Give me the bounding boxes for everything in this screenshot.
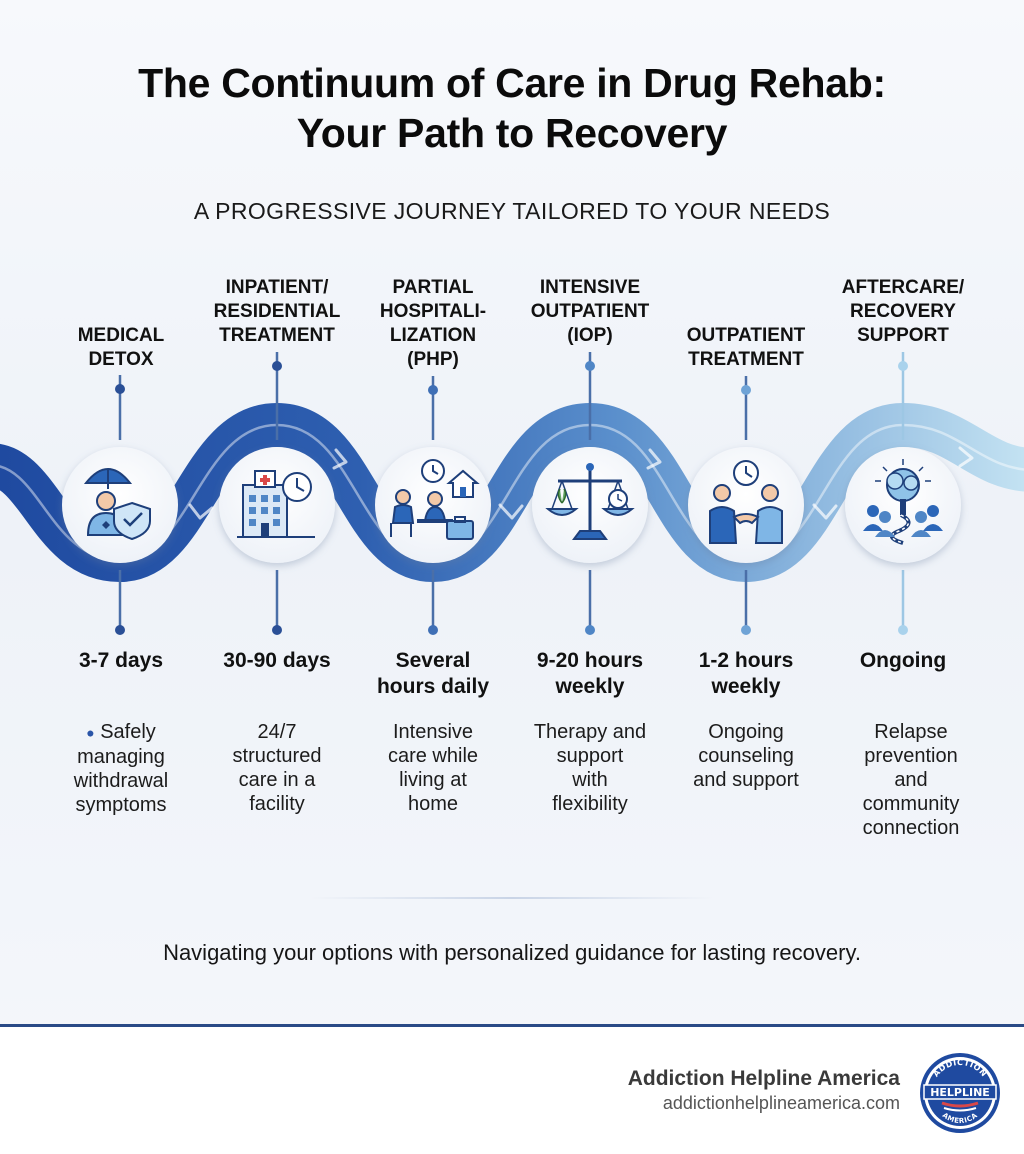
section-divider — [310, 897, 714, 899]
connector-dot — [898, 361, 908, 371]
flow-arrow-icon — [332, 448, 348, 470]
page-subtitle: A PROGRESSIVE JOURNEY TAILORED TO YOUR N… — [193, 198, 831, 224]
title-line-1: The Continuum of Care in Drug Rehab: — [138, 60, 886, 106]
stage-duration-outpatient: 1-2 hours weekly — [698, 649, 794, 698]
flow-arrow-icon — [646, 448, 662, 470]
balance-scale-icon — [545, 463, 635, 540]
flow-arrow-icon — [498, 503, 524, 520]
connector-dot — [428, 385, 438, 395]
stage-label-inpatient: INPATIENT/ RESIDENTIAL TREATMENT — [213, 277, 341, 346]
connector-dot — [741, 625, 751, 635]
stage-label-outpatient: OUTPATIENT TREATMENT — [686, 325, 806, 370]
connector-dot — [898, 625, 908, 635]
helpline-logo: ADDICTION HELPLINE AMERICA — [920, 1053, 1000, 1133]
connector-dot — [585, 625, 595, 635]
stage-description-inpatient: 24/7 structured care in a facility — [232, 721, 322, 815]
stage-label-aftercare: AFTERCARE/ RECOVERY SUPPORT — [841, 277, 965, 346]
stage-label-iop: INTENSIVE OUTPATIENT (IOP) — [530, 277, 650, 346]
stage-duration-aftercare: Ongoing — [859, 649, 947, 672]
stage-description-detox: ● Safely managing withdrawal symptoms — [46, 720, 196, 817]
title-line-2: Your Path to Recovery — [296, 110, 728, 156]
flow-arrow-icon — [812, 503, 838, 520]
umbrella-shield-icon — [83, 468, 151, 541]
connector-dot — [272, 625, 282, 635]
footer: Addiction Helpline America addictionhelp… — [0, 1024, 1024, 1154]
stage-duration-inpatient: 30-90 days — [223, 649, 331, 672]
brand-name: Addiction Helpline America — [627, 1067, 900, 1090]
connector-dot — [115, 625, 125, 635]
stage-duration-iop: 9-20 hours weekly — [536, 649, 644, 698]
connector-dot — [741, 385, 751, 395]
connector-dot — [272, 361, 282, 371]
connector-dot — [428, 625, 438, 635]
stage-description-detox-text: Safely managing withdrawal symptoms — [73, 721, 169, 816]
care-continuum-path — [0, 352, 1024, 635]
stage-duration-detox: 3-7 days — [78, 649, 164, 672]
connector-dot — [585, 361, 595, 371]
flow-arrow-icon — [958, 446, 974, 468]
stage-description-aftercare: Relapse prevention and community connect… — [862, 721, 960, 839]
stage-label-php: PARTIAL HOSPITALI- LIZATION (PHP) — [379, 277, 487, 370]
bullet-icon: ● — [86, 724, 95, 741]
stage-duration-php: Several hours daily — [376, 649, 490, 698]
stage-description-outpatient: Ongoing counseling and support — [693, 721, 799, 791]
community-tree-icon — [863, 459, 943, 545]
connector-dot — [115, 384, 125, 394]
page-title: The Continuum of Care in Drug Rehab: You… — [0, 58, 1024, 158]
tagline: Navigating your options with personalize… — [163, 940, 861, 965]
flow-arrow-icon — [188, 503, 214, 520]
stage-description-iop: Therapy and support with flexibility — [533, 721, 647, 815]
svg-text:HELPLINE: HELPLINE — [930, 1086, 990, 1099]
stage-label-detox: MEDICAL DETOX — [77, 325, 165, 370]
home-meeting-icon — [390, 459, 480, 540]
handshake-icon — [709, 460, 783, 544]
stage-description-php: Intensive care while living at home — [387, 721, 479, 815]
brand-url: addictionhelplineamerica.com — [662, 1093, 900, 1113]
hospital-clock-icon — [237, 470, 315, 538]
